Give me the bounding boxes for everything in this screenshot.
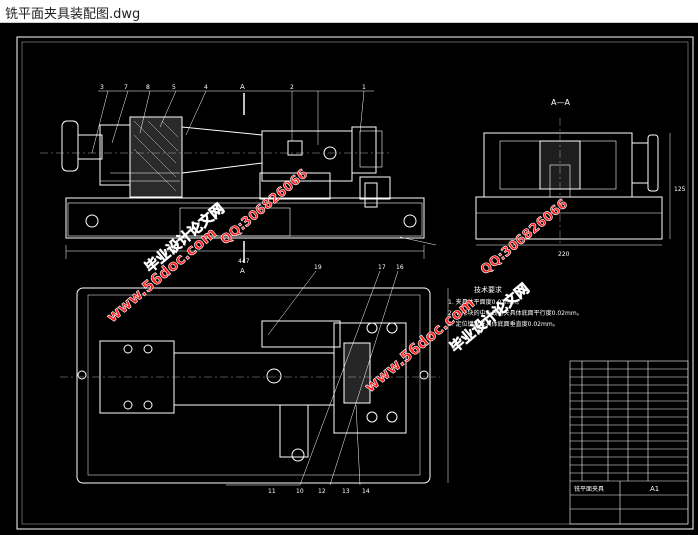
title-block-sheet-size: A1 bbox=[650, 485, 659, 493]
technical-requirements-title: 技术要求 bbox=[474, 285, 502, 294]
front-view bbox=[40, 90, 437, 263]
balloon-14: 14 bbox=[362, 488, 370, 495]
section-mark-top: A bbox=[240, 83, 245, 91]
watermark-site-1: www.56doc.com bbox=[103, 224, 220, 326]
watermark-qq-2: QQ:306826066 bbox=[478, 197, 571, 278]
technical-requirement-2: 2. V 形块的中心线对夹具体底面平行度0.02mm。 bbox=[448, 309, 583, 317]
balloon-1: 1 bbox=[362, 84, 366, 91]
balloon-2: 2 bbox=[290, 84, 294, 91]
balloon-13: 13 bbox=[342, 488, 350, 495]
window-title-bar: 铣平面夹具装配图.dwg bbox=[0, 0, 698, 23]
balloon-12: 12 bbox=[318, 488, 326, 495]
dimension-width: 220 bbox=[558, 251, 570, 258]
window-title: 铣平面夹具装配图.dwg bbox=[5, 7, 141, 22]
watermark-layer: 毕业设计论文网 QQ:306826066 www.56doc.com www.5… bbox=[103, 166, 571, 396]
balloon-8: 8 bbox=[146, 84, 150, 91]
balloon-19: 19 bbox=[314, 264, 322, 271]
balloon-7: 7 bbox=[124, 84, 128, 91]
balloon-5: 5 bbox=[172, 84, 176, 91]
balloon-4: 4 bbox=[204, 84, 208, 91]
cad-drawing-canvas[interactable]: A—A A A 447 220 125 3 7 8 5 4 2 1 19 17 … bbox=[0, 23, 698, 535]
inner-frame bbox=[21, 41, 689, 525]
drawing-svg: A—A A A 447 220 125 3 7 8 5 4 2 1 19 17 … bbox=[16, 36, 694, 530]
technical-requirement-3: 3. 定位键对夹具体底面垂直度0.02mm。 bbox=[448, 320, 559, 328]
balloon-16: 16 bbox=[396, 264, 404, 271]
plan-view bbox=[60, 270, 449, 486]
technical-requirement-1: 1. 夹具体平面度0.02mm。 bbox=[448, 298, 523, 306]
balloon-17: 17 bbox=[378, 264, 386, 271]
dimension-overall-length: 447 bbox=[238, 258, 250, 265]
section-mark-bottom: A bbox=[240, 267, 245, 275]
balloon-3: 3 bbox=[100, 84, 104, 91]
section-view-a-a bbox=[475, 118, 671, 246]
balloon-10: 10 bbox=[296, 488, 304, 495]
title-block-drawing-title: 铣平面夹具 bbox=[574, 485, 604, 493]
parts-list-table bbox=[569, 360, 689, 525]
drawing-frame bbox=[16, 36, 694, 530]
section-label: A—A bbox=[551, 98, 570, 107]
balloon-11: 11 bbox=[268, 488, 276, 495]
dimension-height: 125 bbox=[674, 186, 686, 193]
